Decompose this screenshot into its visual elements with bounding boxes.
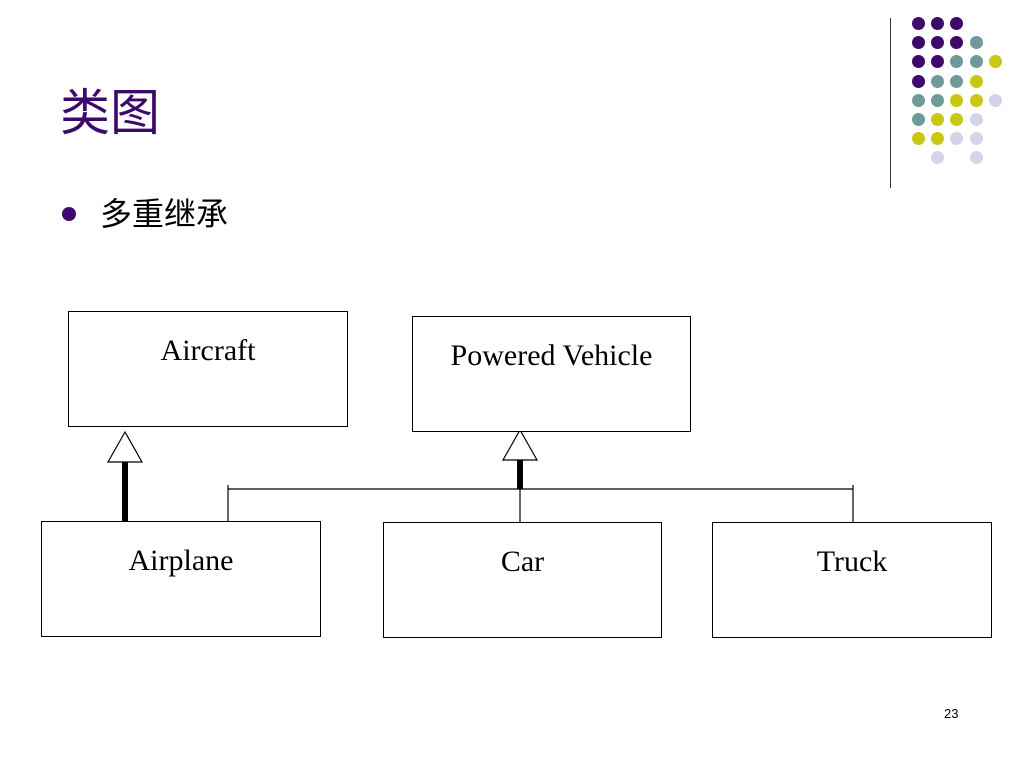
decorative-dot xyxy=(969,93,983,107)
decorative-dot xyxy=(988,93,1002,107)
class-name-powered-vehicle: Powered Vehicle xyxy=(450,339,653,372)
decorative-dot xyxy=(969,36,983,50)
decorative-dot xyxy=(988,55,1002,69)
decorative-dot xyxy=(931,113,945,126)
decorative-dot xyxy=(931,132,945,146)
decorative-dot xyxy=(931,36,945,50)
class-box-airplane: Airplane xyxy=(41,521,321,637)
class-box-powered-vehicle: Powered Vehicle xyxy=(412,316,691,432)
decorative-dot xyxy=(950,74,964,88)
bullet-dot-icon xyxy=(62,207,76,221)
decorative-dot xyxy=(950,93,964,107)
class-name-car: Car xyxy=(500,545,545,578)
decorative-dot xyxy=(950,132,964,146)
bullet-text: 多重继承 xyxy=(100,195,229,233)
page-number: 23 xyxy=(944,706,959,721)
class-name-airplane: Airplane xyxy=(128,544,234,577)
decorative-dot xyxy=(950,36,964,50)
powered-vehicle-generalization-arrow-icon xyxy=(501,428,539,461)
decorative-dot xyxy=(950,113,964,126)
decorative-dot xyxy=(931,55,945,69)
decorative-dot xyxy=(912,17,925,30)
decorative-dot xyxy=(912,132,925,146)
decorative-dot xyxy=(912,36,925,50)
decorative-dot xyxy=(931,151,945,165)
decorative-dot xyxy=(931,93,945,107)
class-box-truck: Truck xyxy=(712,522,992,638)
aircraft-generalization-arrow-icon xyxy=(106,430,144,463)
decorative-dot xyxy=(912,55,925,69)
class-box-car: Car xyxy=(383,522,662,638)
decorative-divider xyxy=(890,18,891,188)
decorative-dot xyxy=(912,93,925,107)
slide-title: 类图 xyxy=(60,84,160,142)
decorative-dot xyxy=(950,17,964,30)
decorative-dot xyxy=(912,113,925,126)
class-box-aircraft: Aircraft xyxy=(68,311,348,427)
decorative-dot xyxy=(969,113,983,126)
decorative-dot xyxy=(931,74,945,88)
decorative-dot xyxy=(912,74,925,88)
decorative-dot xyxy=(969,132,983,146)
decorative-dot xyxy=(969,55,983,69)
bullet-item: 多重继承 xyxy=(62,198,228,230)
class-name-truck: Truck xyxy=(816,545,888,578)
decorative-dot xyxy=(950,55,964,69)
decorative-dot xyxy=(969,151,983,165)
class-name-aircraft: Aircraft xyxy=(160,334,256,367)
decorative-dot xyxy=(969,74,983,88)
decorative-dot xyxy=(931,17,945,30)
